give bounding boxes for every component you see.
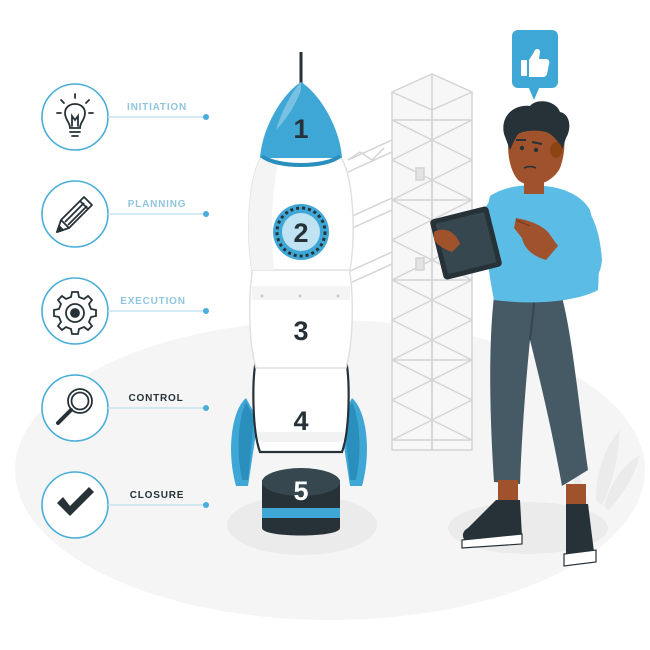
person-mouth	[523, 165, 537, 169]
speech-bubble	[512, 30, 558, 100]
person	[430, 101, 602, 567]
person-shoe-left	[462, 500, 522, 542]
stage-planning: PLANNING	[41, 180, 209, 248]
stage-execution: EXECUTION	[41, 277, 209, 345]
rocket-rivet	[336, 294, 340, 298]
rocket-segment-5-top	[262, 468, 340, 496]
rocket-segment-number: 1	[293, 114, 308, 144]
rocket-segment-number: 4	[293, 406, 308, 436]
speech-bubble-tail	[528, 86, 540, 100]
rocket-rivet	[298, 294, 302, 298]
lightbulb-icon	[56, 93, 94, 137]
person-arm-right	[548, 200, 602, 281]
stage-label: EXECUTION	[120, 296, 186, 307]
stage-closure: CLOSURE	[41, 471, 209, 539]
stage-connector-dot	[203, 308, 209, 314]
person-shoe-right	[566, 504, 594, 556]
stage-connector-dot	[203, 405, 209, 411]
pencil-icon	[56, 196, 93, 233]
launch-tower	[347, 73, 473, 451]
stage-list: INITIATION PLANNING	[41, 83, 209, 539]
stage-label: PLANNING	[128, 199, 187, 210]
thumbs-up-icon	[521, 49, 550, 77]
person-eye	[519, 145, 525, 151]
rocket-segment-4-band	[258, 432, 344, 442]
rocket-window-dashes	[275, 206, 327, 258]
rocket-segment-number: 5	[293, 476, 308, 506]
rocket-rivet	[260, 294, 264, 298]
rocket-segment-4-body	[252, 358, 350, 454]
rocket-segment-1-nose	[260, 82, 342, 158]
person-pointing-finger	[515, 219, 531, 227]
checkmark-icon	[57, 487, 94, 516]
person-shoe-right-sole	[563, 549, 597, 567]
person-ankle	[498, 480, 518, 500]
gear-icon	[53, 291, 97, 335]
stage-icon-circle	[41, 180, 109, 248]
rocket-segment-1-rim	[260, 154, 342, 167]
stage-connector-dot	[203, 502, 209, 508]
person-shoe-left-sole	[461, 533, 523, 549]
rocket: 1 2 3 4 5	[231, 52, 367, 536]
person-pants-crease	[529, 299, 535, 341]
stage-label: CONTROL	[128, 393, 183, 404]
rocket-segment-3-band	[252, 286, 350, 300]
person-hand-right	[514, 218, 558, 260]
person-pants	[490, 290, 588, 486]
stage-control: CONTROL	[41, 374, 209, 442]
stage-label: CLOSURE	[130, 490, 185, 501]
rocket-segment-number: 3	[293, 316, 308, 346]
rocket-segment-1-shade	[276, 82, 301, 130]
rocket-segment-2-shade	[248, 156, 280, 270]
tablet-screen	[435, 212, 497, 274]
person-eyebrow	[531, 141, 543, 145]
person-hand-left	[434, 229, 460, 252]
rocket-segment-3-body	[248, 261, 354, 369]
rocket-window-glass	[282, 213, 320, 251]
stage-label: INITIATION	[127, 102, 187, 113]
rocket-segment-number: 2	[293, 218, 308, 248]
person-ankle	[566, 484, 586, 504]
magnifier-icon	[56, 388, 93, 425]
person-hair	[503, 101, 570, 150]
stage-initiation: INITIATION	[41, 83, 209, 151]
person-eye	[533, 147, 539, 153]
stage-connector-dot	[203, 211, 209, 217]
rocket-segment-5-band	[262, 508, 340, 518]
rocket-fin-left-inner	[238, 402, 254, 480]
tablet	[430, 206, 502, 280]
stage-connector-dot	[203, 114, 209, 120]
person-ear	[550, 142, 562, 158]
